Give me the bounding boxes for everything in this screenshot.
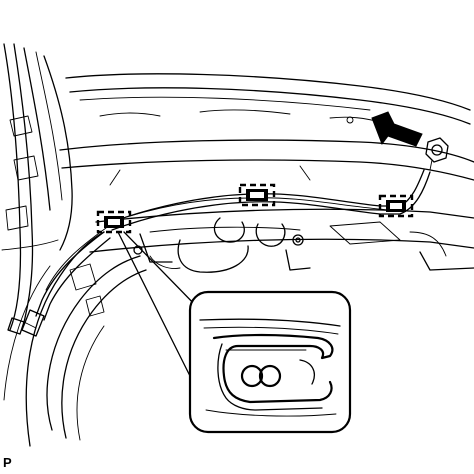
lower-left-frame <box>3 231 147 447</box>
zoom-leader-lines <box>117 231 203 381</box>
figure-code: P <box>3 455 12 470</box>
direction-arrow-icon <box>371 111 423 147</box>
clamp-callout-2 <box>238 183 276 207</box>
clamp-callout-3 <box>378 194 414 218</box>
ground-bolt <box>425 137 449 171</box>
clamp-detail-inset <box>188 290 352 434</box>
roof-header-panel <box>59 73 474 186</box>
a-pillar <box>1 43 73 331</box>
clamp-callout-1 <box>96 210 132 234</box>
